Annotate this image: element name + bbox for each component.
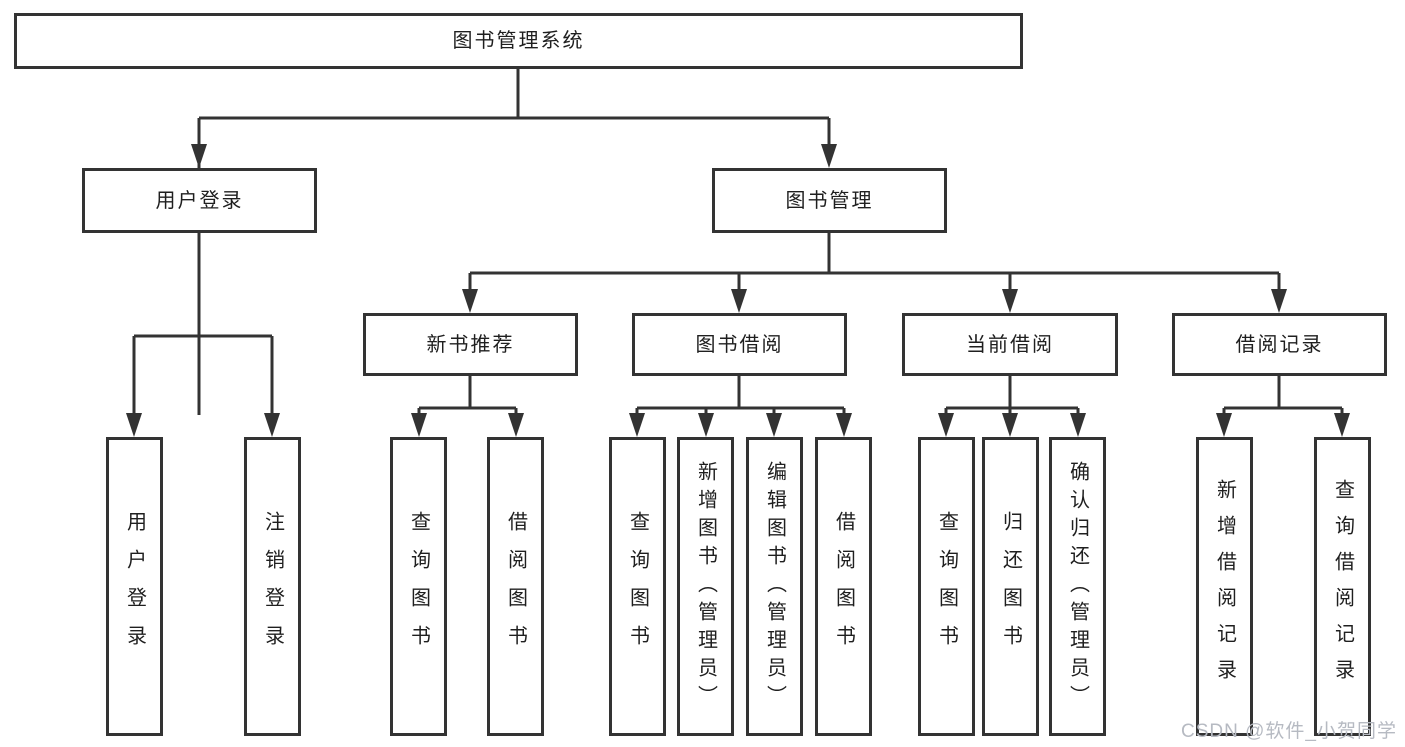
node-library-management-system: 图书管理系统: [14, 13, 1023, 69]
leaf-label: 归还图书: [999, 510, 1022, 663]
node-book-borrow: 图书借阅: [632, 313, 847, 376]
node-new-book-recommend: 新书推荐: [363, 313, 578, 376]
leaf-borrow-query-books: 查询图书: [609, 437, 666, 736]
leaf-label: 确认归还（管理员）: [1066, 460, 1089, 713]
connector-book-borrow: [635, 376, 846, 415]
connector-borrow-records: [1222, 376, 1344, 415]
leaf-label: 借阅图书: [504, 510, 527, 663]
watermark: CSDN @软件_小贺同学: [1181, 721, 1397, 742]
leaf-label: 查询借阅记录: [1331, 478, 1354, 695]
leaf-newbook-borrow-books: 借阅图书: [487, 437, 544, 736]
leaf-records-query-borrow-record: 查询借阅记录: [1314, 437, 1371, 736]
leaf-label: 查询图书: [407, 510, 430, 663]
leaf-borrow-edit-books-admin: 编辑图书（管理员）: [746, 437, 803, 736]
leaf-label: 借阅图书: [832, 510, 855, 663]
connector-new-book-recommend: [417, 376, 518, 415]
leaf-current-confirm-return-admin: 确认归还（管理员）: [1049, 437, 1106, 736]
leaf-user-login: 用户登录: [106, 437, 163, 736]
node-borrow-records: 借阅记录: [1172, 313, 1387, 376]
node-book-management: 图书管理: [712, 168, 947, 233]
connector-root: [197, 69, 831, 415]
leaf-label: 用户登录: [123, 510, 146, 663]
node-label: 新书推荐: [426, 333, 515, 356]
node-label: 当前借阅: [966, 333, 1054, 356]
leaf-label: 新增图书（管理员）: [694, 460, 717, 713]
connector-book-management: [468, 233, 1281, 291]
leaf-records-add-borrow-record: 新增借阅记录: [1196, 437, 1253, 736]
leaf-label: 编辑图书（管理员）: [763, 460, 786, 713]
node-label: 图书管理系统: [452, 30, 585, 52]
leaf-borrow-borrow-books: 借阅图书: [815, 437, 872, 736]
leaf-label: 新增借阅记录: [1213, 478, 1236, 695]
leaf-label: 注销登录: [261, 510, 284, 663]
leaf-logout-login: 注销登录: [244, 437, 301, 736]
leaf-current-query-books: 查询图书: [918, 437, 975, 736]
node-label: 借阅记录: [1235, 333, 1324, 356]
leaf-borrow-add-books-admin: 新增图书（管理员）: [677, 437, 734, 736]
node-user-login: 用户登录: [82, 168, 317, 233]
leaf-label: 查询图书: [935, 510, 958, 663]
connector-user-login: [132, 233, 274, 415]
arrowheads: [126, 144, 1350, 437]
node-label: 图书借阅: [695, 333, 784, 356]
node-current-borrow: 当前借阅: [902, 313, 1118, 376]
leaf-newbook-query-books: 查询图书: [390, 437, 447, 736]
leaf-current-return-books: 归还图书: [982, 437, 1039, 736]
node-label: 图书管理: [785, 189, 874, 212]
connector-current-borrow: [944, 376, 1080, 415]
node-label: 用户登录: [155, 189, 244, 212]
leaf-label: 查询图书: [626, 510, 649, 663]
